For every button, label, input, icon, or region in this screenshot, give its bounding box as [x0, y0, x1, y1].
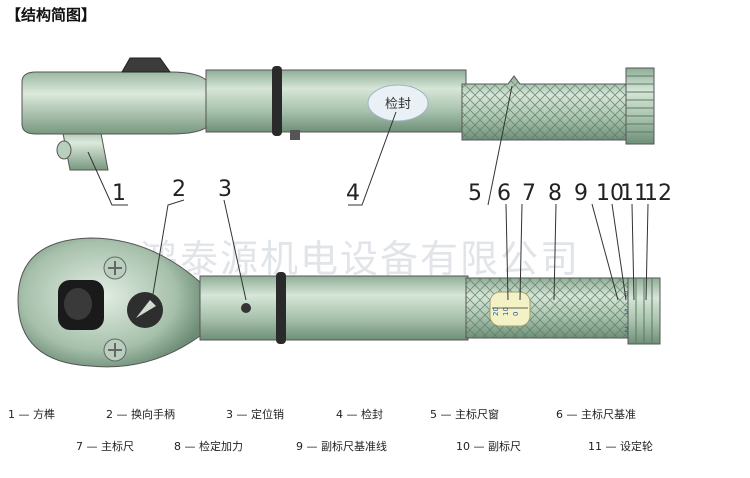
side-pin [290, 130, 300, 140]
wrench-diagram: 检封 长春鸿泰源机电设备有限公司 [17, 57, 672, 368]
square-drive [56, 127, 109, 171]
callout-7: 7 [522, 181, 536, 206]
callout-9: 9 [574, 181, 588, 206]
callout-10: 10 [596, 181, 624, 206]
drive-socket-inner [64, 288, 92, 320]
main-scale-label-3: 0 [512, 312, 520, 316]
callout-2: 2 [172, 177, 186, 202]
handle-tube-top [199, 275, 469, 341]
page-title: 【结构简图】 [6, 6, 97, 24]
side-view: 检封 [21, 57, 655, 171]
legend-item-4: 4 — 检封 [336, 408, 383, 421]
legend-item-2: 2 — 换向手柄 [106, 408, 175, 421]
legend-item-9: 9 — 副标尺基准线 [296, 440, 387, 453]
callout-3: 3 [218, 177, 232, 202]
callout-11: 11 [620, 181, 648, 206]
legend-item-11: 11 — 设定轮 [588, 440, 653, 453]
setting-knob [625, 67, 655, 145]
callout-8: 8 [548, 181, 562, 206]
legend-item-5: 5 — 主标尺窗 [430, 408, 499, 421]
knurled-grip [461, 75, 629, 141]
side-scale-label-3: 2 [624, 326, 628, 334]
legend-item-3: 3 — 定位销 [226, 408, 284, 421]
top-view: 20 10 0 0 5 2 [17, 237, 661, 368]
side-scale-label-1: 0 [624, 290, 628, 298]
legend-item-8: 8 — 检定加力 [174, 440, 243, 453]
main-scale-label-1: 20 [492, 307, 500, 316]
legend-item-1: 1 — 方榫 [8, 408, 55, 421]
handle-ring-top [276, 272, 286, 344]
legend-item-7: 7 — 主标尺 [76, 440, 134, 453]
callout-5: 5 [468, 181, 482, 206]
screw-bottom-cross [108, 343, 122, 357]
callout-4: 4 [346, 181, 360, 206]
callout-1: 1 [112, 181, 126, 206]
reverse-lever [121, 57, 171, 73]
seal-label: 检封 [385, 97, 411, 112]
legend-item-6: 6 — 主标尺基准 [556, 408, 636, 421]
callouts [87, 85, 649, 301]
main-scale-window [489, 291, 531, 327]
reverse-switch-arrow [136, 300, 156, 318]
legend-item-10: 10 — 副标尺 [456, 440, 521, 453]
ratchet-head [21, 71, 209, 135]
inspection-seal [367, 84, 429, 122]
callout-6: 6 [497, 181, 511, 206]
side-scale-label-2: 5 [624, 308, 628, 316]
screw-top-cross [108, 261, 122, 275]
main-scale-label-2: 10 [502, 307, 510, 316]
callout-12: 12 [644, 181, 672, 206]
handle-ring [272, 66, 282, 136]
locating-pin [241, 303, 251, 313]
